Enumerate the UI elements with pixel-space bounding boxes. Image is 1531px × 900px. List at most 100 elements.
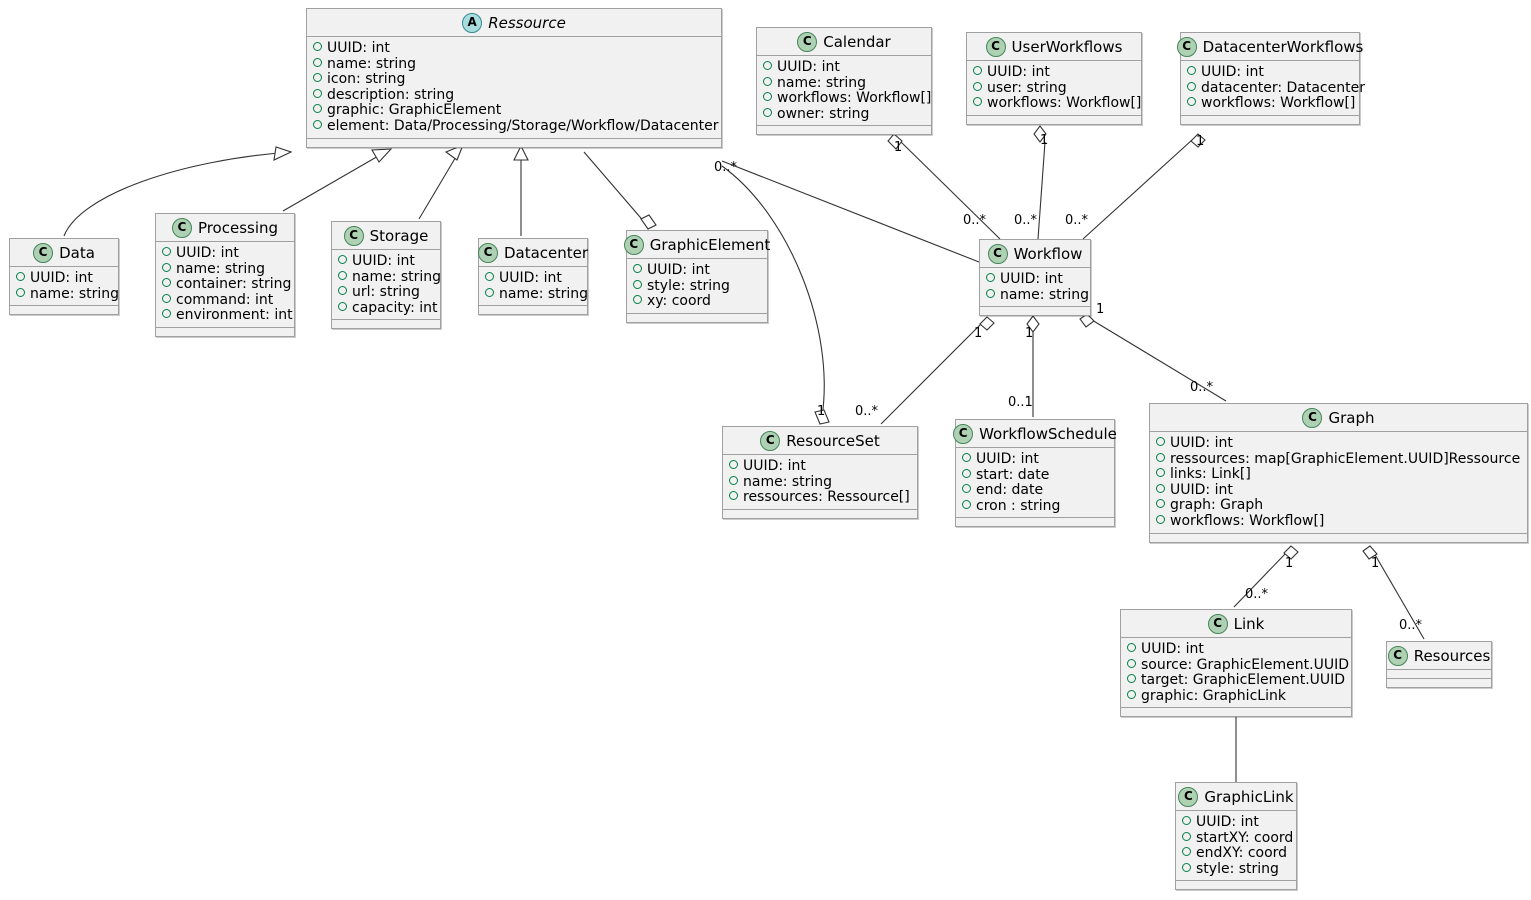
class-name-graph: Graph — [1328, 408, 1375, 427]
attribute-row: links: Link[] — [1156, 467, 1521, 483]
attribute-text: workflows: Workflow[] — [1170, 512, 1325, 529]
attribute-text: container: string — [176, 276, 292, 293]
multiplicity-label: 1 — [1285, 556, 1294, 571]
multiplicity-label: 1 — [1371, 556, 1380, 571]
visibility-public-icon — [973, 66, 982, 75]
multiplicity-label: 1 — [974, 326, 983, 341]
visibility-public-icon — [1156, 483, 1165, 493]
attribute-row: environment: int — [162, 308, 293, 324]
class-name-graphicelement: GraphicElement — [649, 235, 771, 254]
visibility-public-icon — [729, 475, 738, 485]
attribute-text: graphic: GraphicLink — [1141, 687, 1286, 704]
visibility-public-icon — [313, 119, 322, 129]
class-name-ressource: Ressource — [488, 13, 566, 32]
multiplicity-label: 1 — [894, 140, 903, 155]
attribute-row: UUID: int — [633, 262, 761, 279]
visibility-public-icon — [1187, 81, 1196, 91]
class-name-datacenter: Datacenter — [503, 243, 589, 262]
multiplicity-label: 0..* — [1245, 587, 1269, 602]
visibility-public-icon — [763, 107, 772, 117]
class-methods-userworkflows — [967, 115, 1141, 124]
class-header-ressource: A Ressource — [307, 9, 721, 37]
multiplicity-label: 0..* — [1190, 380, 1214, 395]
attribute-row: xy: coord — [633, 294, 761, 310]
attribute-row: workflows: Workflow[] — [973, 96, 1141, 112]
class-methods-graph — [1150, 533, 1527, 542]
visibility-public-icon — [1127, 643, 1136, 652]
class-methods-graphiclink — [1176, 881, 1296, 890]
attribute-text: UUID: int — [976, 451, 1039, 467]
class-name-resourceset: ResourceSet — [786, 431, 880, 450]
attribute-row: startXY: coord — [1182, 830, 1293, 847]
multiplicity-label: 1 — [1096, 302, 1105, 317]
class-icon: C — [1387, 645, 1408, 666]
class-name-calendar: Calendar — [823, 32, 891, 51]
visibility-public-icon — [338, 286, 347, 296]
attribute-row: datacenter: Datacenter — [1187, 80, 1365, 97]
class-name-link: Link — [1233, 614, 1265, 633]
class-attributes-resources — [1387, 670, 1491, 679]
class-box-resources[interactable]: C Resources — [1386, 641, 1492, 688]
visibility-public-icon — [1156, 499, 1165, 509]
attribute-text: xy: coord — [647, 293, 711, 310]
attribute-row: description: string — [313, 87, 715, 104]
class-name-resources: Resources — [1413, 646, 1491, 665]
attribute-text: source: GraphicElement.UUID — [1141, 656, 1350, 673]
visibility-public-icon — [16, 272, 25, 281]
class-icon: C — [33, 242, 54, 263]
attribute-row: UUID: int — [1182, 814, 1290, 831]
attribute-row: name: string — [162, 261, 288, 278]
class-icon: C — [477, 242, 498, 263]
attribute-row: name: string — [485, 286, 588, 303]
edge-storage-ressource — [418, 143, 464, 220]
class-name-processing: Processing — [197, 218, 279, 237]
visibility-public-icon — [633, 295, 642, 305]
class-methods-calendar — [757, 126, 931, 135]
multiplicity-label: 1 — [1025, 326, 1034, 341]
attribute-text: user: string — [987, 79, 1067, 96]
attribute-text: UUID: int — [1201, 64, 1264, 80]
attribute-text: name: string — [327, 55, 417, 72]
attribute-row: target: GraphicElement.UUID — [1127, 673, 1345, 689]
visibility-public-icon — [485, 287, 494, 297]
visibility-public-icon — [313, 88, 322, 98]
attribute-row: start: date — [962, 467, 1108, 484]
visibility-public-icon — [1182, 847, 1191, 857]
attribute-text: name: string — [499, 285, 589, 302]
attribute-text: graph: Graph — [1170, 497, 1264, 514]
class-name-graphiclink: GraphicLink — [1204, 787, 1294, 806]
attribute-row: UUID: int — [763, 59, 925, 76]
class-name-workflow: Workflow — [1013, 244, 1083, 263]
class-methods-storage — [332, 320, 440, 329]
attribute-text: UUID: int — [987, 64, 1050, 80]
attribute-row: name: string — [986, 287, 1089, 304]
attribute-text: workflows: Workflow[] — [987, 95, 1142, 112]
visibility-public-icon — [973, 81, 982, 91]
class-methods-resourceset — [723, 509, 917, 518]
class-icon: C — [1302, 407, 1323, 428]
attribute-row: workflows: Workflow[] — [1156, 512, 1521, 530]
abstract-class-icon: A — [462, 12, 483, 33]
